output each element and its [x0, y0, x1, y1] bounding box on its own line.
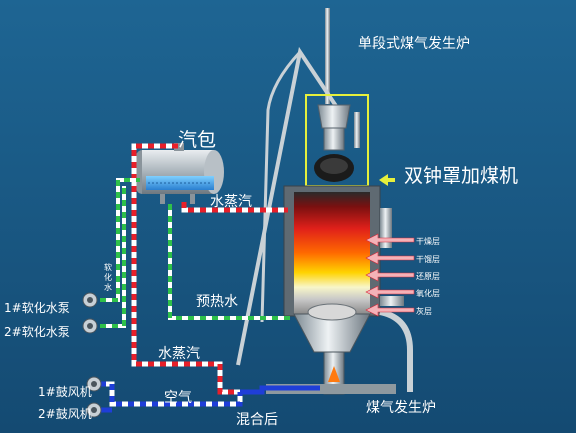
steam-drum: [132, 143, 224, 204]
furnace-side-box-2: [380, 296, 404, 306]
steam-line-top-red: [181, 202, 288, 213]
soft-pump-2-label: 2#软化水泵: [4, 325, 70, 339]
coal-feeder-neck: [323, 127, 345, 151]
coal-feeder-label: 双钟罩加煤机: [404, 165, 518, 187]
flame-icon: [328, 366, 340, 382]
flow-label-steam-top: 水蒸汽: [210, 194, 252, 210]
flow-label-preheated-water: 预热水: [196, 294, 238, 310]
coal-feeder-arrow: [379, 174, 388, 186]
furnace-core: [294, 192, 370, 314]
zone-label-ash: 灰层: [416, 306, 432, 316]
air-line: [100, 381, 243, 407]
soft-water-line-2-green: [100, 186, 126, 328]
soft-water-vertical-3: 水: [104, 282, 112, 292]
zone-label-drying: 干燥层: [416, 237, 440, 246]
coal-feeder-hopper: [317, 104, 351, 129]
soft-pump-1-label: 1#软化水泵: [4, 301, 70, 315]
drum-label: 汽包: [178, 129, 216, 151]
steam-line-drum-red: [131, 143, 240, 395]
chimney-pole: [325, 8, 330, 104]
base-platform: [266, 384, 396, 394]
flow-label-steam-bottom: 水蒸汽: [158, 346, 200, 362]
gasifier-label: 煤气发生炉: [366, 400, 436, 416]
flow-label-air: 空气: [164, 390, 192, 406]
soft-pump-1-icon: [82, 292, 98, 308]
coal-pile-highlight: [320, 158, 348, 174]
soft-water-vertical-2: 化: [104, 272, 112, 282]
flow-label-mixed: 混合后: [236, 412, 278, 428]
mixed-line: [240, 385, 320, 395]
soft-water-line-green: [100, 178, 140, 302]
gas-outlet-pipe: [379, 309, 413, 392]
coal-feeder-piston: [354, 112, 360, 148]
blower-2-icon: [86, 402, 102, 418]
soft-pump-2-icon: [82, 318, 98, 334]
blower-1-icon: [86, 376, 102, 392]
blower-1-label: 1#鼓风机: [38, 385, 92, 399]
grate: [307, 303, 357, 321]
zone-label-oxidation: 氧化层: [416, 288, 440, 298]
soft-water-vertical-1: 软: [104, 262, 112, 272]
coal-feeder-arrow-tail: [387, 178, 395, 182]
diagram-title: 单段式煤气发生炉: [358, 36, 470, 52]
zone-arrows: [365, 233, 415, 317]
zone-label-distillation: 干馏层: [416, 254, 440, 264]
blower-2-label: 2#鼓风机: [38, 407, 92, 421]
support-frame-arc: [260, 50, 302, 323]
zone-label-reduction: 还原层: [416, 271, 440, 281]
preheat-water-line-green: [168, 204, 290, 320]
